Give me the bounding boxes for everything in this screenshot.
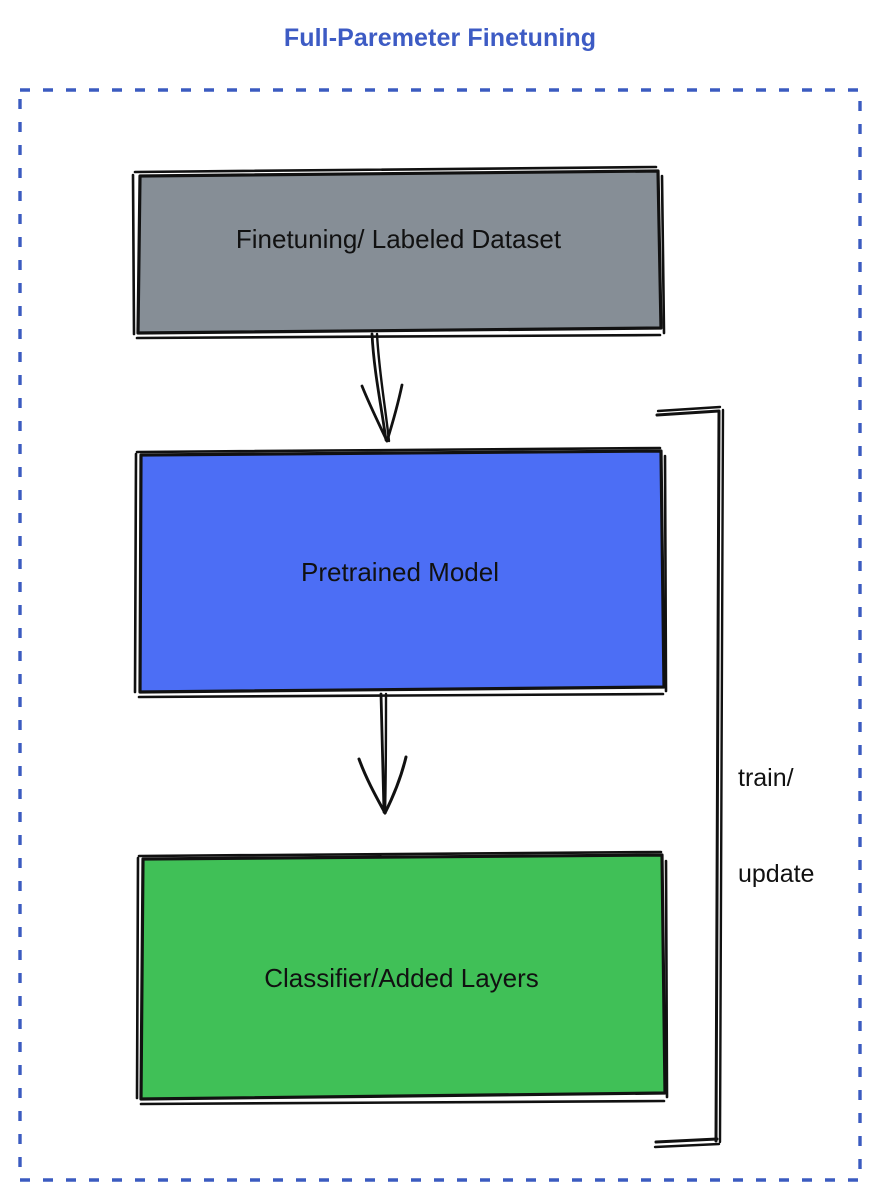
node-classifier-outline-a: [139, 853, 667, 1101]
arrow-dataset-to-model-shaft-a: [370, 332, 388, 442]
node-dataset-label: Finetuning/ Labeled Dataset: [235, 224, 562, 254]
node-dataset[interactable]: [131, 165, 666, 340]
feedback-loop-top-a: [655, 409, 721, 417]
node-pretrained-model-outline-a: [138, 449, 666, 694]
feedback-loop-top-b: [656, 405, 722, 413]
node-dataset-fill: [139, 172, 660, 332]
feedback-loop-bottom-b: [653, 1142, 721, 1149]
page-title: Full-Paremeter Finetuning: [283, 24, 597, 52]
node-dataset-outline-b: [131, 165, 666, 340]
feedback-loop-right-b: [718, 408, 725, 1144]
node-pretrained-model[interactable]: [133, 446, 668, 699]
node-pretrained-model-fill: [141, 452, 663, 691]
feedback-loop-bottom-a: [654, 1137, 719, 1144]
node-dataset-outline-a: [136, 169, 663, 335]
feedback-loop-label-line-2: update: [738, 860, 815, 888]
arrow-dataset-to-model-shaft-b: [375, 332, 391, 443]
arrow-model-to-classifier: [357, 692, 408, 815]
node-dataset-label-wrap: Finetuning/ Labeled Dataset: [137, 172, 660, 332]
arrow-dataset-to-model-head-right: [385, 383, 404, 443]
node-pretrained-model-label: Pretrained Model: [301, 557, 499, 587]
node-classifier-outline-b: [135, 850, 669, 1106]
feedback-loop-label-line-1: train/: [738, 764, 794, 792]
node-classifier-label-wrap: Classifier/Added Layers: [139, 856, 664, 1098]
feedback-loop-train-update: [653, 405, 725, 1149]
feedback-loop-right-a: [714, 410, 721, 1143]
node-classifier-fill: [142, 856, 664, 1098]
dashed-frame: [18, 88, 862, 1182]
arrow-model-to-classifier-head-right: [383, 755, 408, 815]
arrow-dataset-to-model-head-left: [360, 384, 389, 443]
arrow-model-to-classifier-shaft-a: [379, 692, 386, 814]
arrow-model-to-classifier-head-left: [357, 757, 387, 815]
node-classifier-label: Classifier/Added Layers: [264, 963, 539, 993]
node-pretrained-model-label-wrap: Pretrained Model: [137, 452, 663, 690]
arrow-dataset-to-model: [360, 332, 404, 443]
node-pretrained-model-outline-b: [133, 446, 668, 699]
feedback-loop-label: train/ update: [738, 698, 814, 922]
arrow-model-to-classifier-shaft-b: [383, 692, 388, 815]
node-classifier[interactable]: [135, 850, 669, 1106]
